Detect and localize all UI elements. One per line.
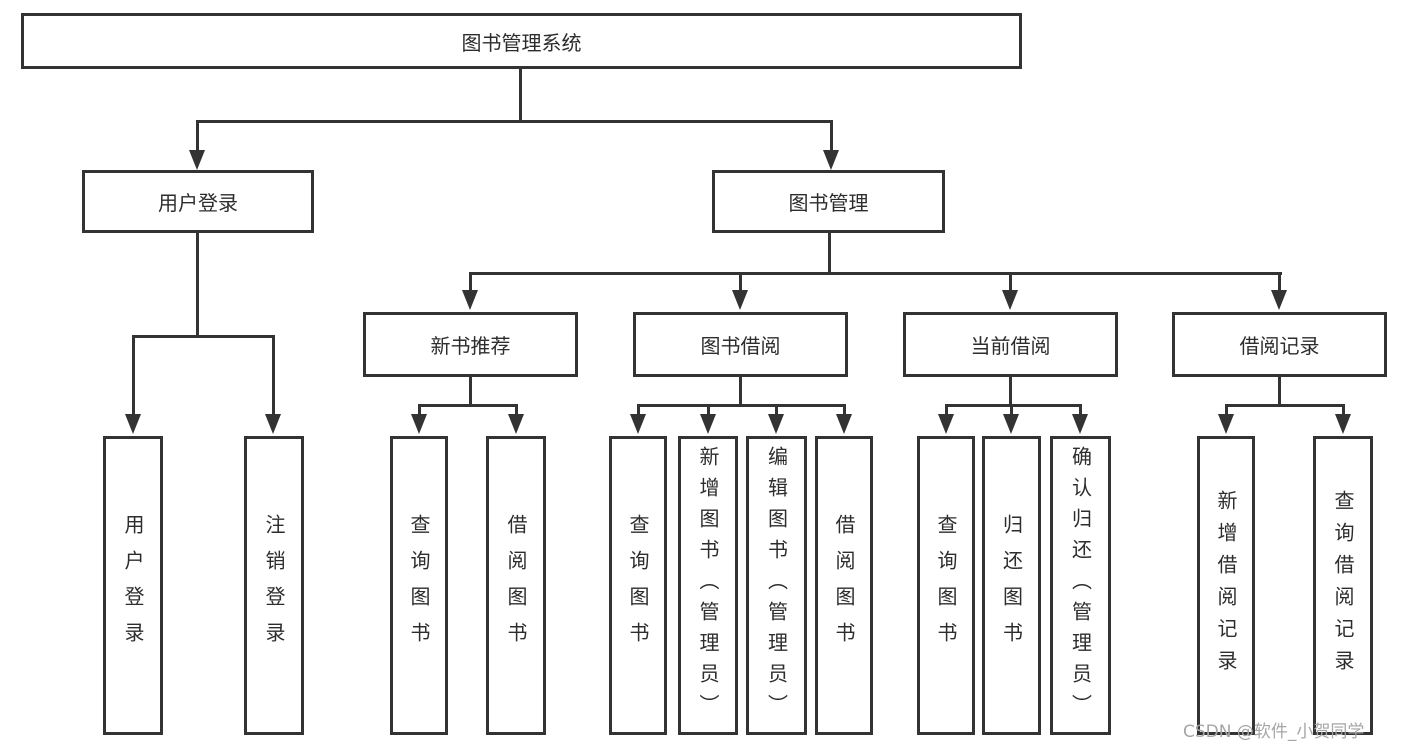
leaf-borrow-books: 借阅图书 [486,436,546,735]
node-book-management: 图书管理 [712,170,945,233]
arrow-down-icon [732,290,748,310]
connector-line [636,404,640,416]
leaf-add-books-admin: 新增图书（管理员） [678,436,738,735]
connector-line [1224,404,1228,416]
leaf-add-borrow-record: 新增借阅记录 [1197,436,1255,735]
node-label: 图书管理 [788,191,869,215]
leaf-query-books: 查询图书 [390,436,448,735]
connector-line [1277,377,1281,406]
connector-line [195,120,833,123]
connector-line [944,404,948,416]
leaf-logout: 注销登录 [244,436,304,735]
arrow-down-icon [462,290,478,310]
arrow-down-icon [823,150,839,170]
node-new-book-recommend: 新书推荐 [363,312,578,377]
leaf-edit-books-admin: 编辑图书（管理员） [746,436,807,735]
leaf-borrow-books: 借阅图书 [815,436,873,735]
leaf-query-borrow-record: 查询借阅记录 [1313,436,1373,735]
arrow-down-icon [1271,290,1287,310]
arrow-down-icon [1003,414,1019,434]
node-label: 用户登录 [158,191,238,215]
arrow-down-icon [700,414,716,434]
connector-line [468,377,472,406]
connector-line [1008,377,1012,406]
arrow-down-icon [768,414,784,434]
arrow-down-icon [630,414,646,434]
node-user-login: 用户登录 [82,170,314,233]
node-label: 图书管理系统 [461,30,582,55]
watermark: CSDN @软件_小贺同学 [1183,722,1365,742]
arrow-down-icon [1218,414,1234,434]
leaf-confirm-return-admin: 确认归还（管理员） [1050,436,1111,735]
connector-line [1224,404,1345,407]
connector-line [636,404,846,407]
connector-line [842,404,846,416]
connector-line [827,233,831,274]
connector-line [706,404,710,416]
arrow-down-icon [265,414,281,434]
arrow-down-icon [1002,290,1018,310]
arrow-down-icon [508,414,524,434]
connector-line [829,120,833,152]
node-book-borrowing: 图书借阅 [633,312,848,377]
arrow-down-icon [1072,414,1088,434]
connector-line [417,404,518,407]
connector-line [1078,404,1082,416]
arrow-down-icon [411,414,427,434]
connector-line [271,335,275,415]
arrow-down-icon [836,414,852,434]
arrow-down-icon [938,414,954,434]
connector-line [468,272,1282,275]
node-borrow-records: 借阅记录 [1172,312,1387,377]
leaf-query-books: 查询图书 [917,436,975,735]
leaf-return-books: 归还图书 [982,436,1041,735]
connector-line [514,404,518,416]
connector-line [738,272,742,292]
connector-line [1277,272,1281,292]
leaf-query-books: 查询图书 [609,436,667,735]
node-current-borrowing: 当前借阅 [903,312,1118,377]
node-label: 借阅记录 [1239,334,1320,358]
connector-line [774,404,778,416]
connector-line [944,404,1082,407]
connector-line [131,335,275,338]
connector-line [1008,272,1012,292]
connector-line [195,120,199,152]
connector-line [131,335,135,415]
node-library-system: 图书管理系统 [21,13,1022,69]
connector-line [518,69,522,122]
arrow-down-icon [1335,414,1351,434]
connector-line [738,377,742,406]
arrow-down-icon [189,150,205,170]
connector-line [417,404,421,416]
leaf-user-login: 用户登录 [103,436,163,735]
arrow-down-icon [125,414,141,434]
node-label: 图书借阅 [700,334,781,358]
node-label: 当前借阅 [970,334,1051,358]
connector-line [468,272,472,292]
node-label: 新书推荐 [430,334,511,358]
connector-line [1341,404,1345,416]
connector-line [1009,404,1013,416]
connector-line [195,233,199,337]
